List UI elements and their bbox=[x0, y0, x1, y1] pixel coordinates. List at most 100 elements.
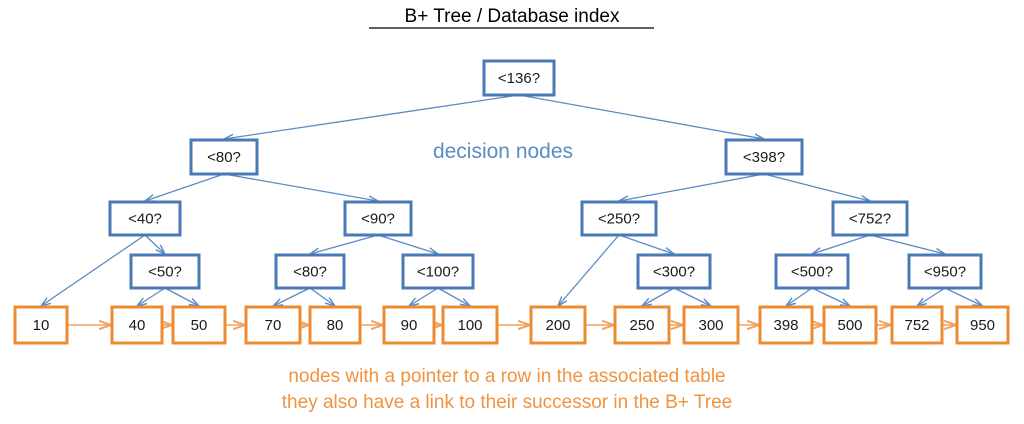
leaf-node[interactable]: 250 bbox=[613, 305, 671, 345]
leaf-node[interactable]: 752 bbox=[890, 305, 944, 345]
tree-edge bbox=[618, 234, 674, 254]
tree-edge bbox=[137, 287, 166, 306]
decision-node-label: <136? bbox=[498, 70, 540, 87]
decision-node-box[interactable] bbox=[724, 138, 804, 176]
decision-node-label: <250? bbox=[598, 210, 640, 227]
leaf-node-label: 90 bbox=[401, 317, 418, 334]
page-title: B+ Tree / Database index bbox=[405, 6, 620, 27]
decision-node-box[interactable] bbox=[636, 253, 712, 290]
tree-edge bbox=[273, 287, 311, 306]
decision-node-box[interactable] bbox=[129, 253, 201, 290]
leaf-node[interactable]: 950 bbox=[955, 305, 1010, 345]
decision-node-label: <300? bbox=[653, 263, 695, 280]
decision-node-box[interactable] bbox=[907, 253, 983, 290]
decision-node-label: <80? bbox=[207, 149, 241, 166]
leaf-node-box[interactable] bbox=[613, 305, 671, 345]
decision-node-box[interactable] bbox=[774, 253, 850, 290]
decision-node[interactable]: <50? bbox=[129, 253, 201, 290]
leaf-node-label: 398 bbox=[773, 317, 798, 334]
tree-edge bbox=[812, 234, 871, 254]
leaf-node-box[interactable] bbox=[955, 305, 1010, 345]
decision-node[interactable]: <752? bbox=[831, 200, 909, 237]
tree-edge bbox=[409, 287, 439, 306]
decision-node-box[interactable] bbox=[189, 138, 259, 176]
decision-node-label: <100? bbox=[417, 263, 459, 280]
tree-edge bbox=[786, 287, 813, 306]
decision-node[interactable]: <90? bbox=[343, 200, 413, 237]
decision-node-box[interactable] bbox=[274, 253, 346, 290]
leaf-node[interactable]: 90 bbox=[382, 305, 436, 345]
leaf-node-box[interactable] bbox=[13, 305, 69, 345]
title-group: B+ Tree / Database index bbox=[369, 6, 654, 29]
tree-edge bbox=[763, 173, 870, 201]
decision-node-label: <50? bbox=[148, 263, 182, 280]
leaf-node-label: 500 bbox=[837, 317, 862, 334]
leaf-node-label: 752 bbox=[904, 317, 929, 334]
decision-node-box[interactable] bbox=[831, 200, 909, 237]
leaf-node[interactable]: 40 bbox=[110, 305, 164, 345]
leaf-node[interactable]: 80 bbox=[308, 305, 362, 345]
leaf-node-box[interactable] bbox=[110, 305, 164, 345]
decision-node-label: <500? bbox=[791, 263, 833, 280]
decision-node[interactable]: <80? bbox=[274, 253, 346, 290]
leaf-node[interactable]: 200 bbox=[529, 305, 587, 345]
tree-edge bbox=[224, 94, 520, 139]
leaf-node-label: 10 bbox=[33, 317, 50, 334]
leaf-node-box[interactable] bbox=[308, 305, 362, 345]
leaf-node[interactable]: 500 bbox=[822, 305, 878, 345]
decision-nodes-annotation: decision nodes bbox=[433, 140, 573, 163]
tree-edge bbox=[811, 287, 850, 306]
tree-edge bbox=[944, 287, 983, 306]
decision-node-box[interactable] bbox=[343, 200, 413, 237]
leaf-node[interactable]: 50 bbox=[171, 305, 227, 345]
leaf-caption-line-2: they also have a link to their successor… bbox=[282, 392, 732, 413]
tree-edge bbox=[223, 173, 378, 201]
decision-node[interactable]: <80? bbox=[189, 138, 259, 176]
leaf-node-box[interactable] bbox=[890, 305, 944, 345]
leaf-node-box[interactable] bbox=[382, 305, 436, 345]
leaf-node[interactable]: 10 bbox=[13, 305, 69, 345]
tree-edge bbox=[642, 287, 675, 306]
decision-node[interactable]: <100? bbox=[401, 253, 475, 290]
decision-node-label: <40? bbox=[128, 210, 162, 227]
tree-edge bbox=[673, 287, 711, 306]
leaf-node-box[interactable] bbox=[529, 305, 587, 345]
tree-edge bbox=[917, 287, 946, 306]
decision-node[interactable]: <40? bbox=[108, 200, 182, 237]
leaf-node-box[interactable] bbox=[822, 305, 878, 345]
decision-node-box[interactable] bbox=[108, 200, 182, 237]
decision-node[interactable]: <250? bbox=[580, 200, 658, 237]
leaf-node-box[interactable] bbox=[441, 305, 499, 345]
tree-edge bbox=[437, 287, 470, 306]
leaf-node-box[interactable] bbox=[758, 305, 814, 345]
tree-edge bbox=[619, 173, 765, 201]
tree-edge bbox=[309, 287, 335, 306]
decision-node-box[interactable] bbox=[482, 59, 556, 97]
tree-edge bbox=[518, 94, 764, 139]
leaf-node-label: 200 bbox=[545, 317, 570, 334]
decision-node-box[interactable] bbox=[401, 253, 475, 290]
leaf-node-label: 100 bbox=[457, 317, 482, 334]
tree-edge bbox=[145, 173, 225, 201]
decision-node[interactable]: <300? bbox=[636, 253, 712, 290]
decision-node[interactable]: <136? bbox=[482, 59, 556, 97]
decision-node[interactable]: <500? bbox=[774, 253, 850, 290]
leaf-node[interactable]: 398 bbox=[758, 305, 814, 345]
leaf-node-label: 40 bbox=[129, 317, 146, 334]
decision-node[interactable]: <398? bbox=[724, 138, 804, 176]
leaf-node[interactable]: 100 bbox=[441, 305, 499, 345]
decision-node-box[interactable] bbox=[580, 200, 658, 237]
decision-node-label: <90? bbox=[361, 210, 395, 227]
leaf-node-label: 300 bbox=[698, 317, 723, 334]
leaf-node-box[interactable] bbox=[682, 305, 740, 345]
leaf-node[interactable]: 300 bbox=[682, 305, 740, 345]
leaf-node[interactable]: 70 bbox=[244, 305, 302, 345]
decision-node[interactable]: <950? bbox=[907, 253, 983, 290]
leaf-node-label: 70 bbox=[265, 317, 282, 334]
leaf-node-label: 50 bbox=[191, 317, 208, 334]
tree-edge bbox=[869, 234, 945, 254]
tree-edge bbox=[310, 234, 379, 254]
leaf-node-box[interactable] bbox=[171, 305, 227, 345]
leaf-node-box[interactable] bbox=[244, 305, 302, 345]
